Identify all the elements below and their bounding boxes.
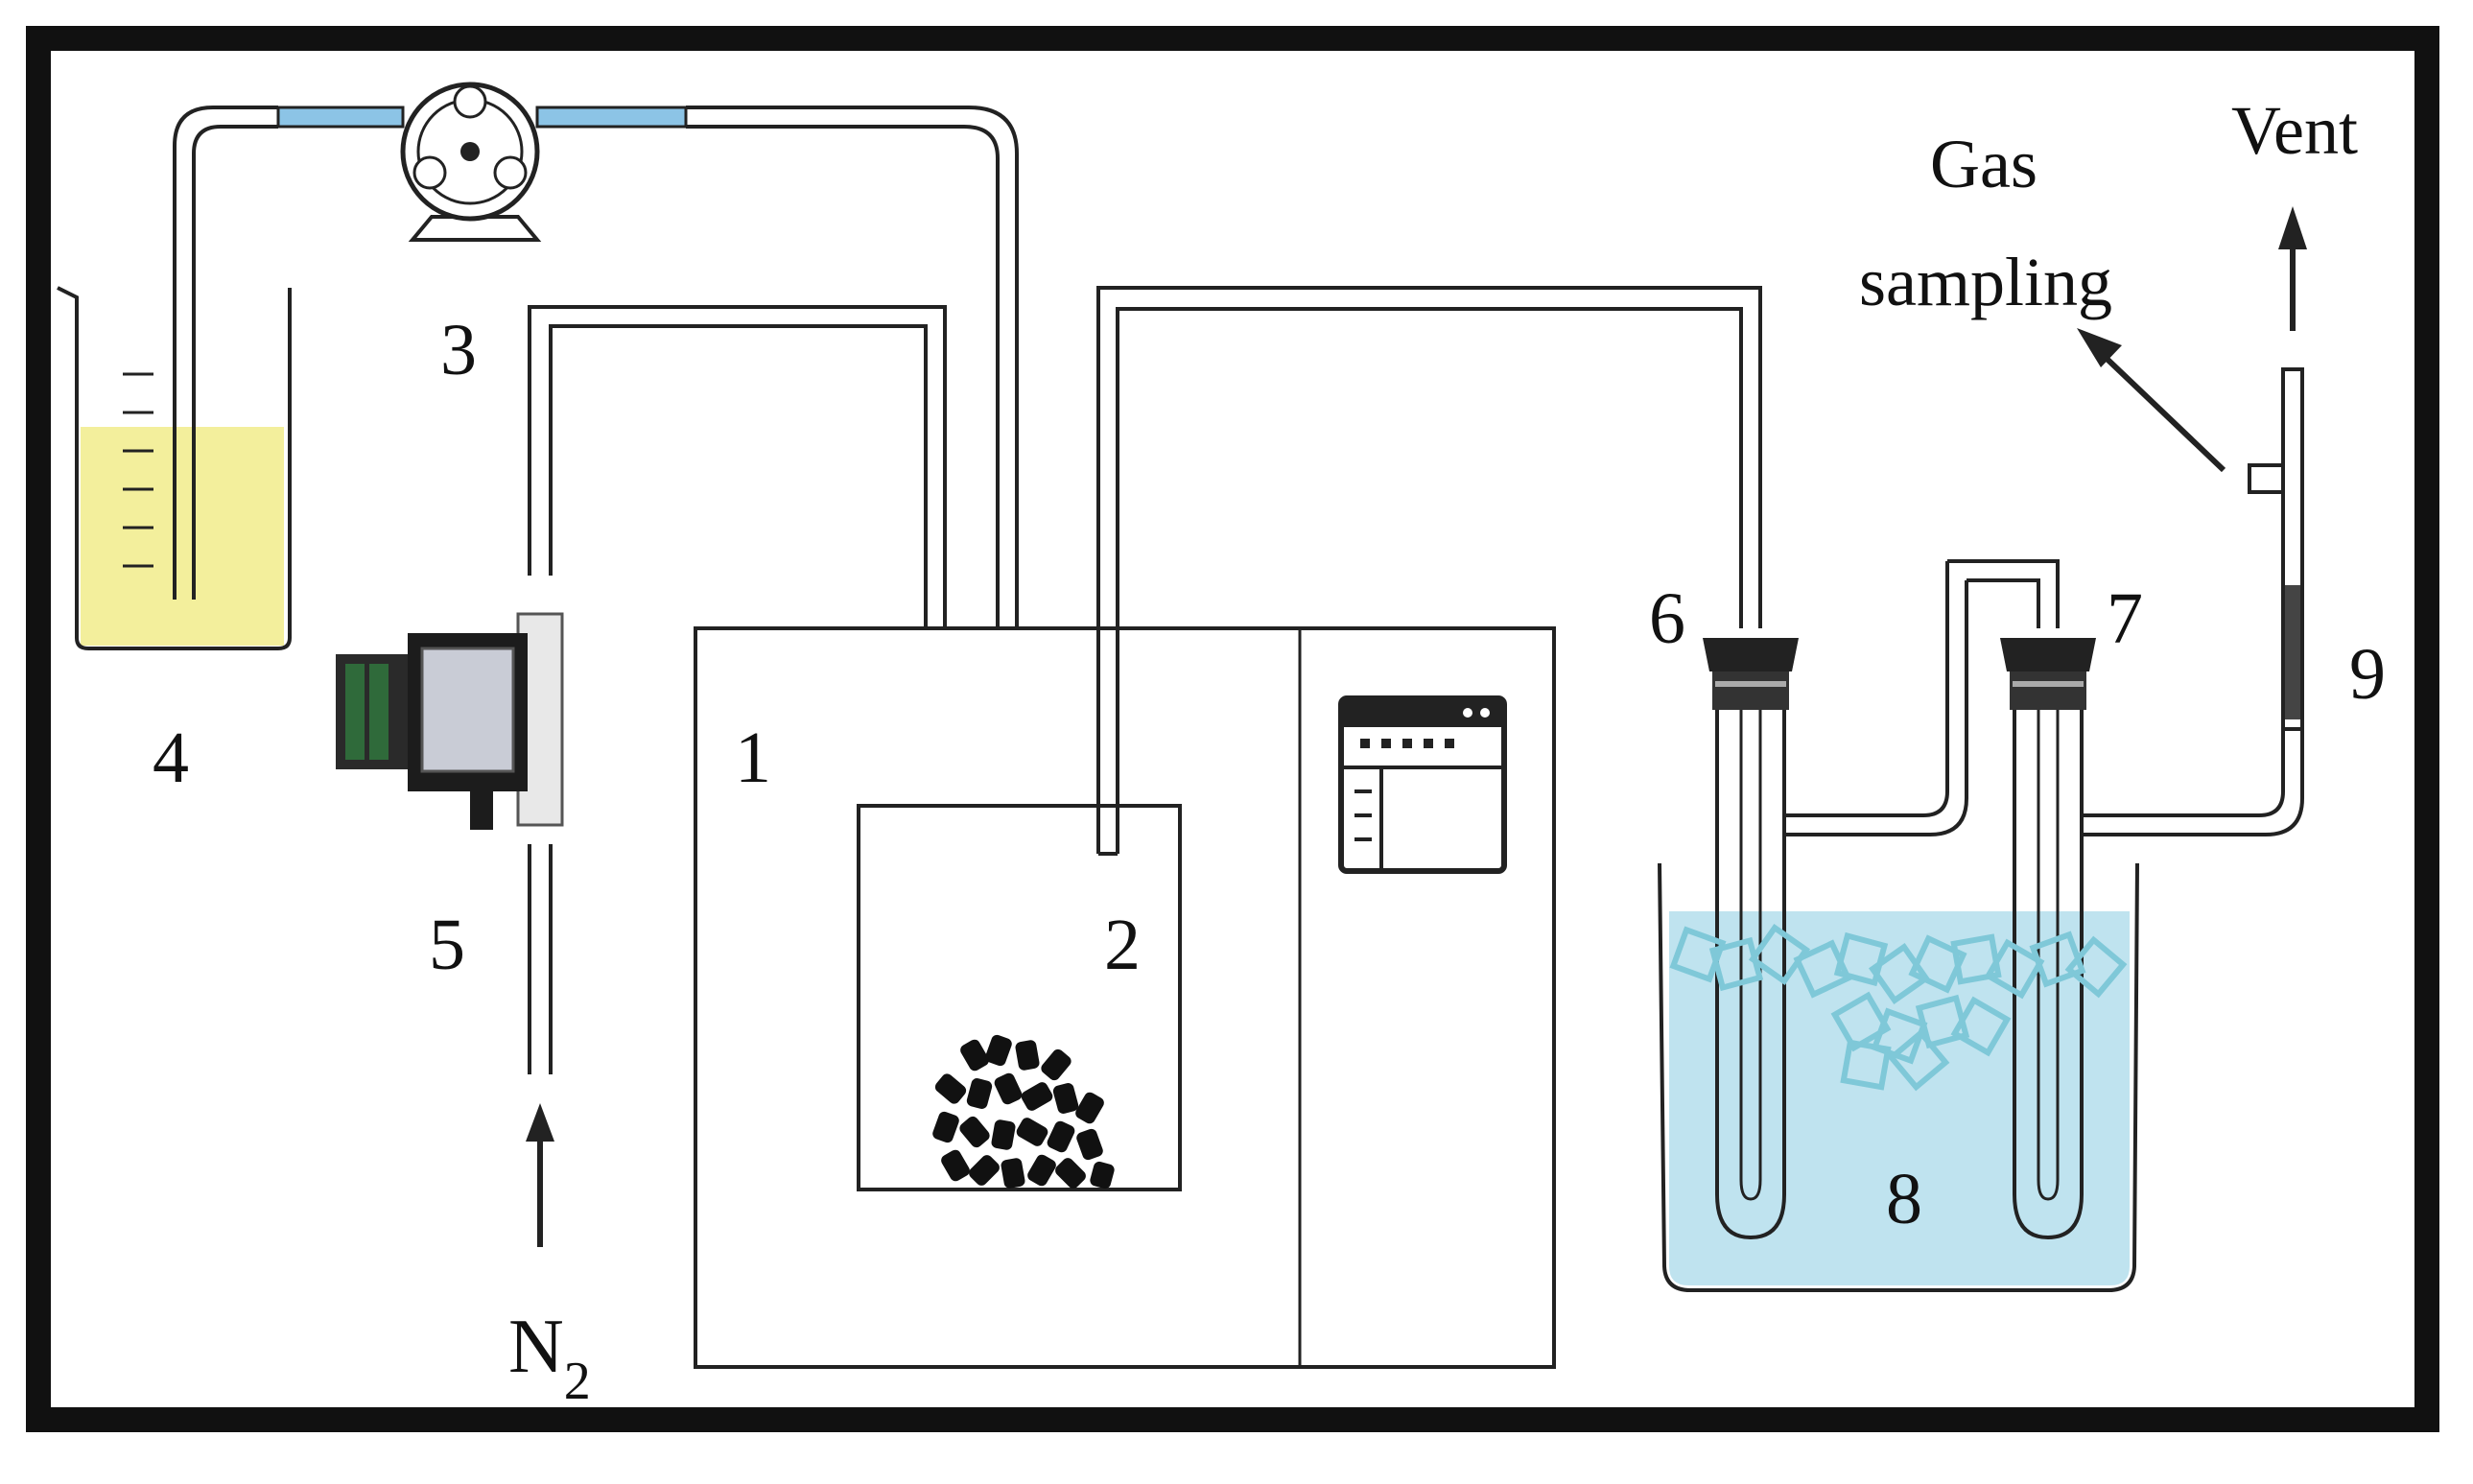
label-nitrogen-main: N: [508, 1305, 564, 1389]
label-gas-sampling-line2: sampling: [1859, 244, 2112, 320]
label-vent: Vent: [2231, 92, 2358, 169]
feed-tube: [173, 106, 1019, 998]
condenser-6: [1703, 561, 1968, 1240]
label-beaker-number: 4: [153, 718, 189, 798]
beaker-graduations: [123, 372, 153, 568]
label-nitrogen-subscript: 2: [564, 1352, 591, 1411]
label-reactor-number: 2: [1104, 905, 1141, 985]
label-condenser-6-number: 6: [1649, 578, 1685, 659]
label-gas-sampling-line1: Gas: [1930, 126, 2037, 202]
beaker: [57, 286, 292, 650]
label-condenser-7-number: 7: [2107, 578, 2143, 659]
label-flowmeter-number: 5: [429, 905, 465, 985]
label-furnace-number: 1: [735, 718, 771, 798]
peristaltic-pump: [400, 82, 542, 242]
outlet-tube: [1096, 286, 1762, 856]
connector-6-7: [1947, 559, 2060, 628]
condenser-7: [2000, 638, 2304, 1240]
label-outlet-number: 9: [2349, 634, 2386, 715]
label-ice-bath-number: 8: [1886, 1159, 1922, 1239]
reactor-vessel: [857, 804, 1182, 1191]
label-nitrogen: N2: [508, 1305, 591, 1411]
ice-cubes: [1669, 923, 2128, 1092]
flow-meter: [336, 612, 564, 830]
char-pellets: [932, 1034, 1115, 1190]
gas-outlet-tube: [2077, 206, 2307, 731]
label-pump-number: 3: [440, 310, 477, 390]
